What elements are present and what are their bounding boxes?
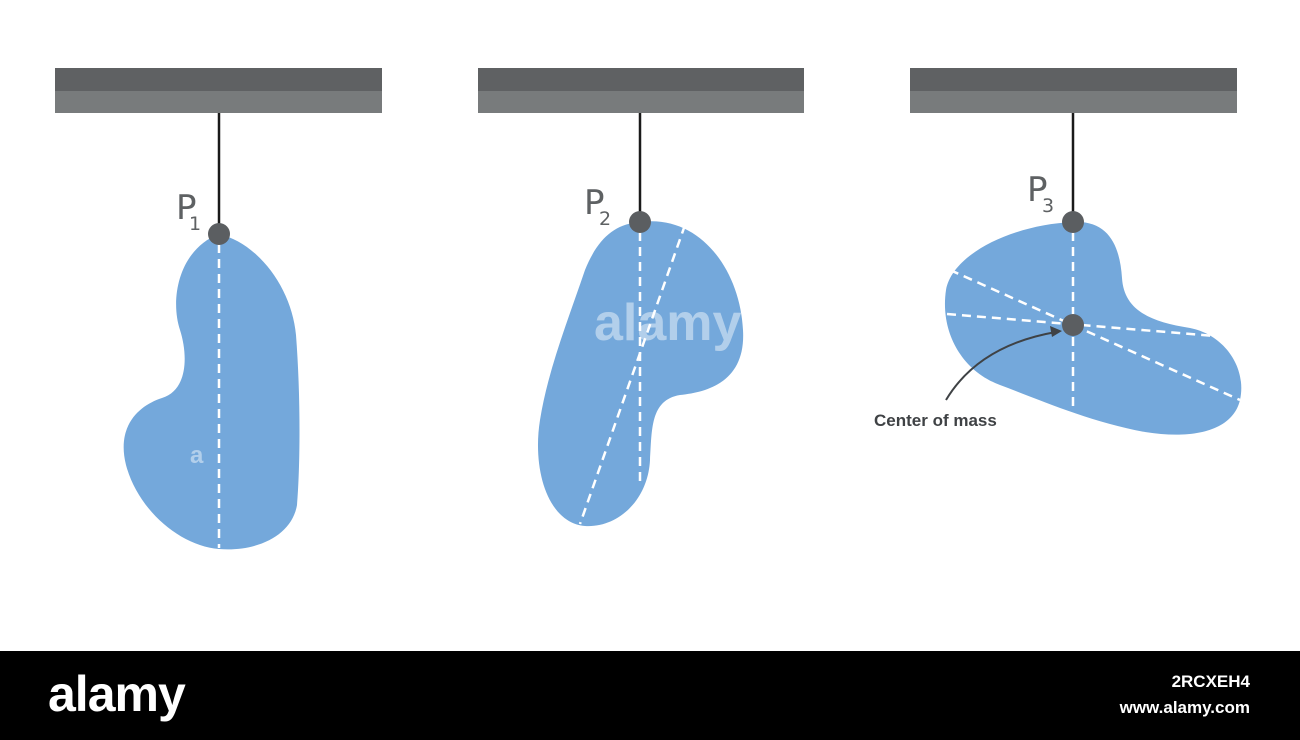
- ceiling-beam-1-bottom: [55, 91, 382, 113]
- pivot-point-1: [208, 223, 230, 245]
- stock-footer-bar: alamy 2RCXEH4 www.alamy.com: [0, 651, 1300, 740]
- alamy-logo: alamy: [48, 666, 186, 722]
- panel-2: alamy P 2: [478, 68, 804, 527]
- panel-3: Center of mass P 3: [874, 68, 1242, 435]
- pivot-label-1: P: [176, 188, 197, 228]
- ceiling-beam-3-top: [910, 68, 1237, 91]
- diagram-area: a P 1 alamy P 2: [55, 68, 1242, 550]
- arrowhead-icon: [1050, 326, 1062, 337]
- panel-1: a P 1: [55, 68, 382, 550]
- ceiling-beam-3-bottom: [910, 91, 1237, 113]
- pivot-subscript-3: 3: [1042, 195, 1054, 217]
- ceiling-beam-2-bottom: [478, 91, 804, 113]
- center-of-mass-arrow: [945, 331, 1057, 401]
- pivot-point-2: [629, 211, 651, 233]
- pivot-subscript-1: 1: [189, 213, 201, 235]
- dashed-line-3-a: [949, 268, 1241, 402]
- watermark-mark-1: a: [190, 442, 204, 469]
- center-of-mass-label: Center of mass: [874, 411, 997, 430]
- center-of-mass-point: [1062, 314, 1084, 336]
- pivot-point-3: [1062, 211, 1084, 233]
- dashed-diagonal-line-2: [578, 224, 687, 525]
- watermark-text: alamy: [594, 294, 742, 352]
- site-url: www.alamy.com: [1119, 698, 1250, 717]
- suspended-shape-1: [123, 234, 300, 550]
- ceiling-beam-1-top: [55, 68, 382, 91]
- suspended-shape-3: [944, 221, 1242, 435]
- pivot-label-3: P: [1027, 170, 1048, 210]
- center-of-mass-diagram: a P 1 alamy P 2: [55, 68, 1242, 550]
- pivot-label-2: P: [584, 183, 605, 223]
- pivot-subscript-2: 2: [599, 208, 611, 230]
- image-id: 2RCXEH4: [1171, 672, 1250, 691]
- ceiling-beam-2-top: [478, 68, 804, 91]
